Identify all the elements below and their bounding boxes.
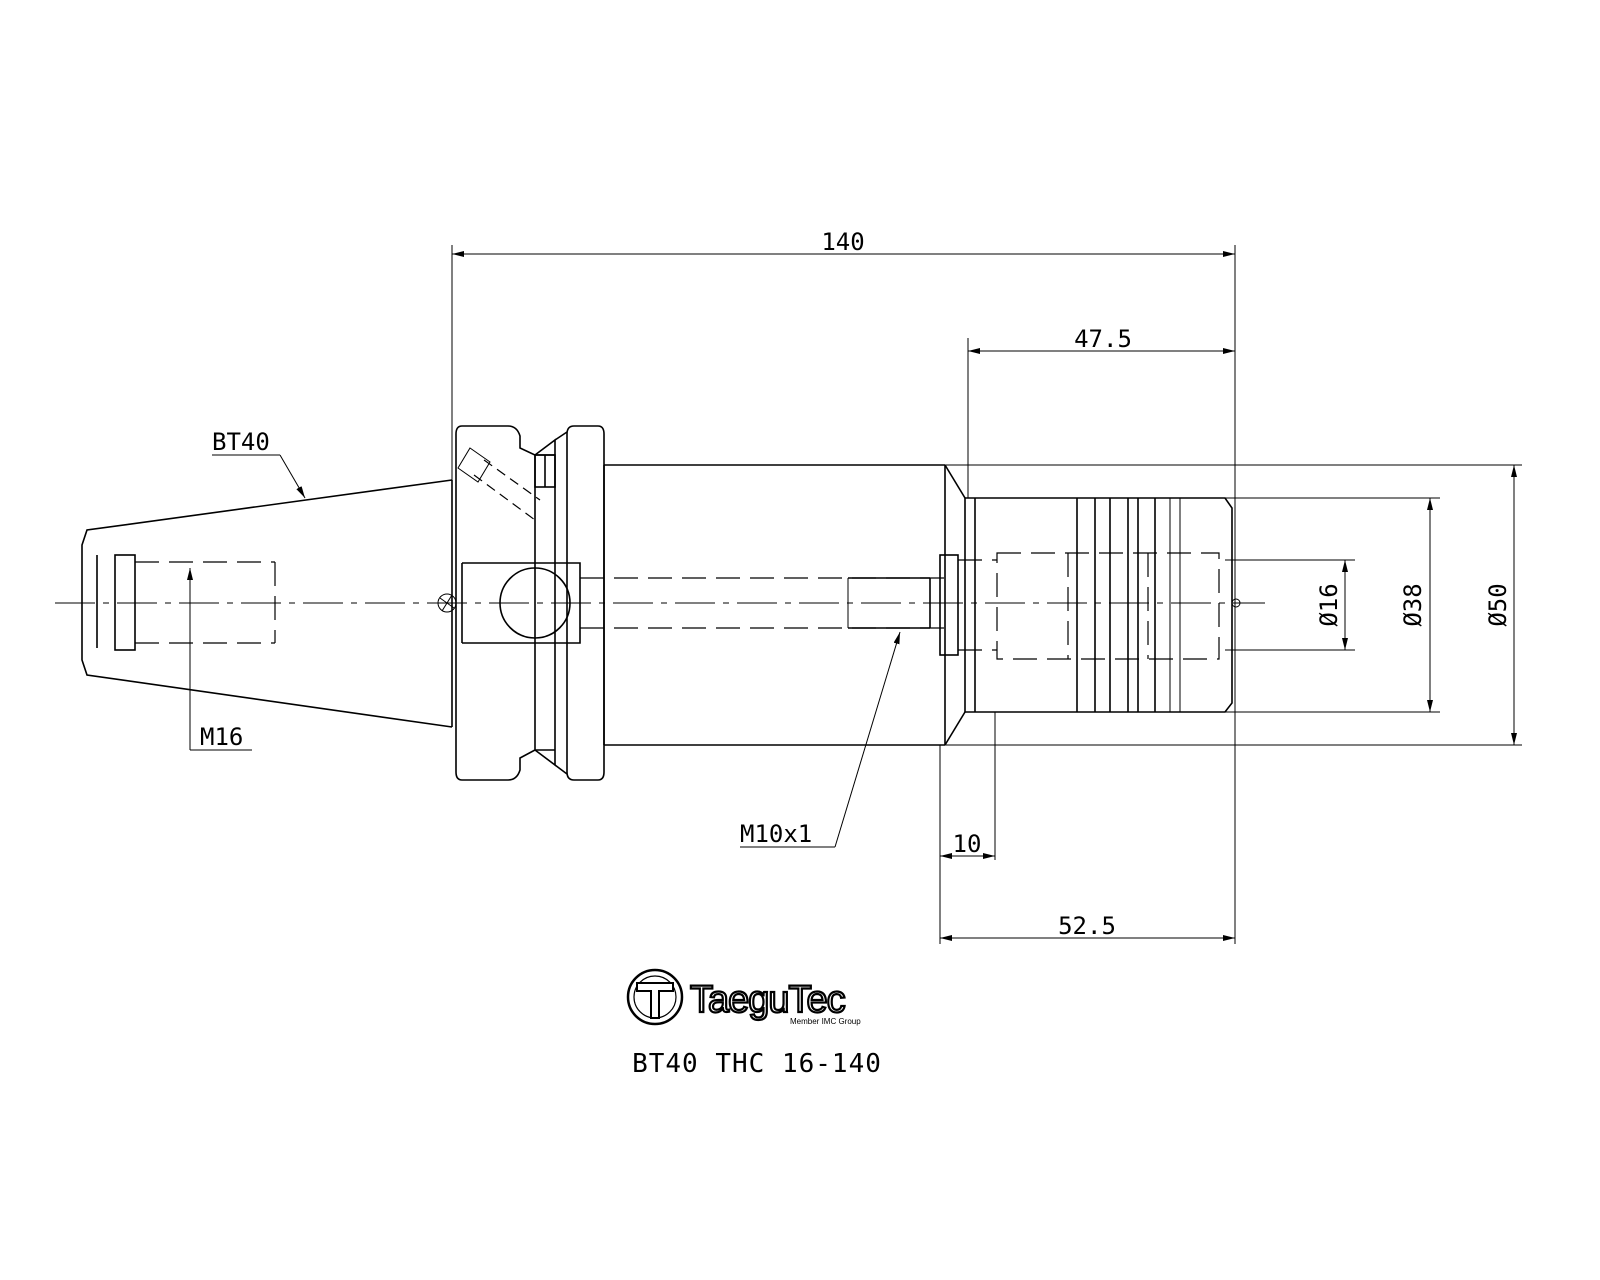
dimension-lines	[187, 251, 1517, 941]
dim-bore-diameter: Ø16	[1315, 583, 1343, 626]
body	[580, 464, 966, 746]
label-coolant-thread: M10x1	[740, 820, 812, 848]
taper-shank	[81, 479, 453, 728]
dim-overall-length: 140	[821, 228, 864, 256]
logo-brand: TaeguTec	[690, 979, 845, 1021]
dim-short-length: 10	[953, 830, 982, 858]
dim-body-length: 52.5	[1058, 912, 1116, 940]
extension-lines	[451, 245, 1522, 944]
taegutec-logo: TaeguTec Member IMC Group	[626, 968, 861, 1026]
dim-clamp-length: 47.5	[1074, 325, 1132, 353]
model-code: BT40 THC 16-140	[632, 1049, 882, 1079]
chuck-nose	[958, 497, 1241, 713]
flange	[437, 425, 605, 781]
label-taper: BT40	[212, 428, 270, 456]
dim-body-diameter: Ø50	[1484, 583, 1512, 626]
label-pull-stud-thread: M16	[200, 723, 243, 751]
dim-nose-diameter: Ø38	[1399, 583, 1427, 626]
logo-tagline: Member IMC Group	[790, 1017, 861, 1026]
